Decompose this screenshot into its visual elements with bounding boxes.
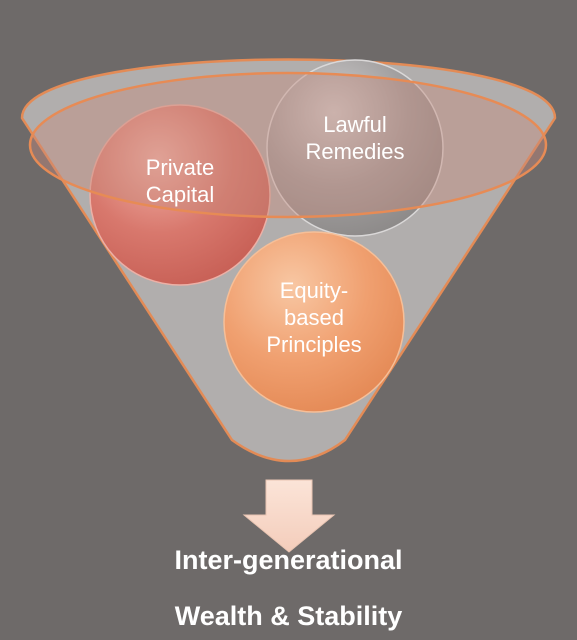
circle-equity-principles <box>223 231 405 413</box>
circle-private-capital <box>89 104 271 286</box>
result-title-line2: Wealth & Stability <box>174 601 403 631</box>
result-title-line1: Inter-generational <box>174 545 403 575</box>
funnel-rim <box>28 71 548 219</box>
down-arrow-icon <box>242 479 336 553</box>
circle-lawful-remedies <box>266 59 444 237</box>
